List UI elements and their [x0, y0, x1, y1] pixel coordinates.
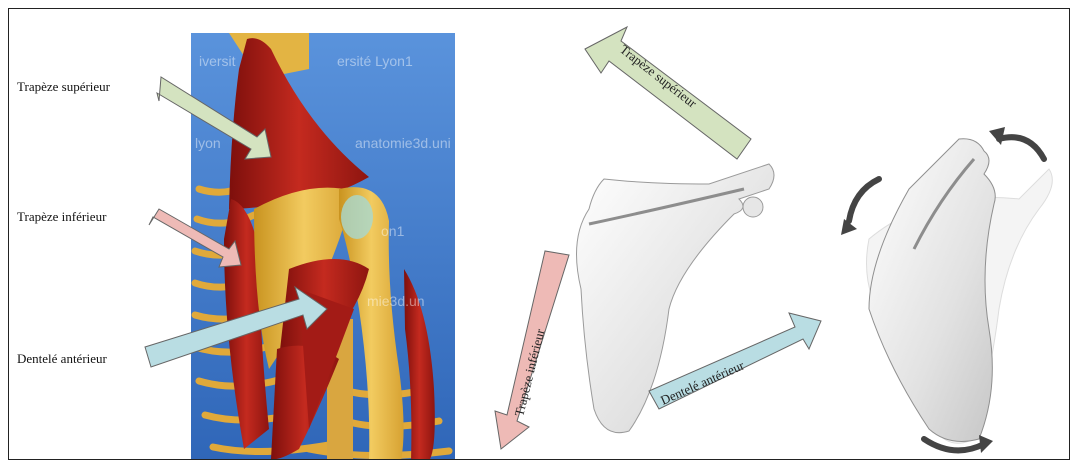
shoulder-cartilage — [341, 195, 373, 239]
watermark-1: iversit — [199, 53, 236, 69]
watermark-6: mie3d.un — [367, 293, 425, 309]
watermark-4: anatomie3d.uni — [355, 135, 451, 151]
serratus-anterior-arrow: Dentelé antérieur — [649, 313, 821, 409]
coracoid-process — [743, 197, 763, 217]
rotation-arrow-top-icon — [999, 137, 1044, 159]
watermark-5: on1 — [381, 223, 404, 239]
scapula-rotation-view — [867, 139, 1053, 444]
label-upper-trapezius: Trapèze supérieur — [17, 79, 110, 95]
label-lower-trapezius: Trapèze inférieur — [17, 209, 106, 225]
label-serratus-anterior: Dentelé antérieur — [17, 351, 107, 367]
watermark-3: lyon — [195, 135, 221, 151]
figure-frame: Trapèze supérieur Trapèze inférieur Dent… — [8, 8, 1070, 460]
watermark-2: ersité Lyon1 — [337, 53, 413, 69]
lower-trapezius-arrow: Trapèze inférieur — [495, 251, 569, 449]
rotation-arrow-left-icon — [849, 179, 879, 221]
anatomy-3d-panel: Trapèze supérieur Trapèze inférieur Dent… — [9, 9, 1070, 460]
upper-trapezius-arrow: Trapèze supérieur — [585, 27, 751, 159]
